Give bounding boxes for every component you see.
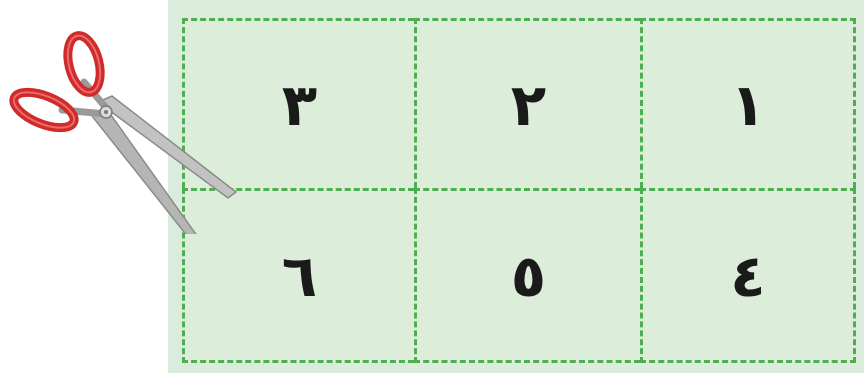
card-5[interactable]: ٥ (414, 188, 640, 363)
card-1[interactable]: ١ (640, 18, 856, 188)
card-2[interactable]: ٢ (414, 18, 640, 188)
card-number: ٢ (511, 76, 546, 134)
card-4[interactable]: ٤ (640, 188, 856, 363)
scissors-icon (0, 14, 240, 234)
card-number: ١ (730, 76, 765, 134)
card-number: ٤ (730, 247, 765, 305)
card-number: ٣ (282, 76, 317, 134)
card-number: ٦ (282, 247, 317, 305)
numbered-card-grid: ٣ ٢ ١ ٦ ٥ ٤ (182, 18, 856, 363)
card-number: ٥ (511, 247, 546, 305)
